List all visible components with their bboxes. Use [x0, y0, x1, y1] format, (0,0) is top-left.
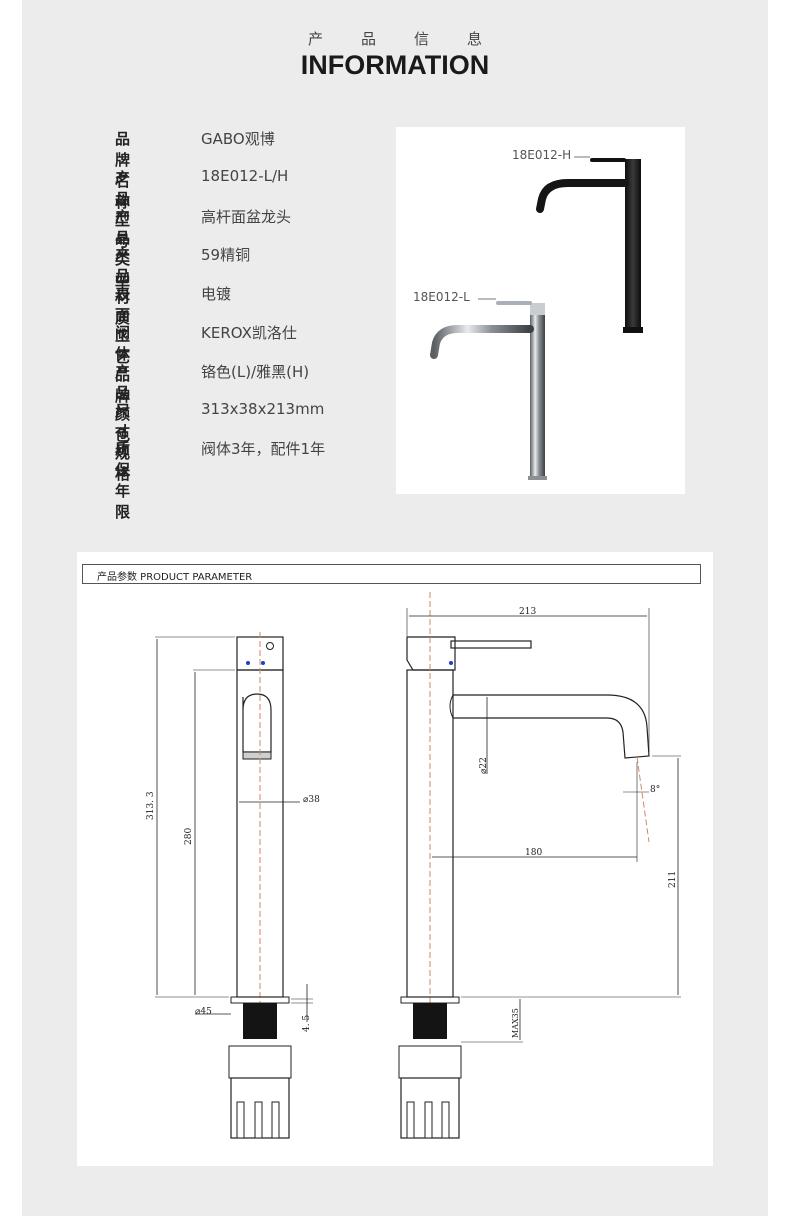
spec-label: 产品材质: [115, 246, 131, 328]
spec-value: 313x38x213mm: [201, 399, 325, 418]
dim-reach: 213: [519, 607, 536, 617]
side-view: 213 ⌀22 8° 180 211 MAX35: [398, 592, 681, 1139]
spec-value: KEROX凯洛仕: [201, 323, 297, 342]
param-title: 产品参数 PRODUCT PARAMETER: [97, 572, 253, 583]
dim-max-thickness: MAX35: [511, 1008, 520, 1038]
spec-label: 产品型号: [115, 168, 131, 250]
dim-spout-diameter: ⌀22: [479, 757, 489, 774]
dim-base-thickness: 4. 5: [302, 1015, 312, 1032]
dim-spout-reach: 180: [525, 848, 542, 858]
spec-value: GABO观博: [201, 130, 275, 148]
dim-body-height: 280: [184, 828, 194, 845]
dim-angle: 8°: [650, 785, 660, 795]
product-photo: 18E012-H 18E012-L: [396, 127, 685, 494]
spec-value: 电镀: [201, 285, 232, 304]
spec-label: 表面工艺: [115, 285, 131, 367]
spec-label: 尺寸规格: [115, 401, 131, 483]
spec-value: 阀体3年，配件1年: [201, 440, 326, 459]
header-title-cn: 产品信息: [307, 30, 520, 48]
front-view: 313. 3 280 ⌀38 ⌀45 4. 5: [146, 632, 320, 1139]
spec-label: 产品颜色: [115, 362, 131, 444]
drawing-svg: 313. 3 280 ⌀38 ⌀45 4. 5: [146, 592, 681, 1139]
spec-label: 品牌名称: [115, 130, 131, 211]
faucet-photo-svg: 18E012-H 18E012-L: [413, 148, 643, 480]
spec-value: 59精铜: [201, 246, 251, 265]
black-faucet-image: [536, 158, 643, 333]
label-l: 18E012-L: [413, 290, 470, 304]
param-title-box: 产品参数 PRODUCT PARAMETER: [82, 564, 701, 584]
header-title-en: INFORMATION: [300, 50, 490, 80]
spec-label: 阀体品牌: [115, 323, 131, 405]
chrome-faucet-image: [430, 301, 547, 480]
dim-total-height: 313. 3: [146, 791, 156, 820]
spec-value: 铬色(L)/雅黑(H): [201, 362, 310, 381]
spec-label: 质保年限: [115, 440, 131, 522]
technical-drawing: 313. 3 280 ⌀38 ⌀45 4. 5: [77, 552, 713, 1166]
spec-value: 高杆面盆龙头: [201, 207, 292, 226]
spec-value: 18E012-L/H: [201, 166, 289, 185]
dim-base-diameter: ⌀45: [195, 1007, 212, 1017]
label-h: 18E012-H: [512, 148, 571, 162]
spec-label: 产品类型: [115, 207, 131, 289]
dim-body-diameter: ⌀38: [303, 795, 320, 805]
dim-spout-height: 211: [668, 871, 678, 888]
